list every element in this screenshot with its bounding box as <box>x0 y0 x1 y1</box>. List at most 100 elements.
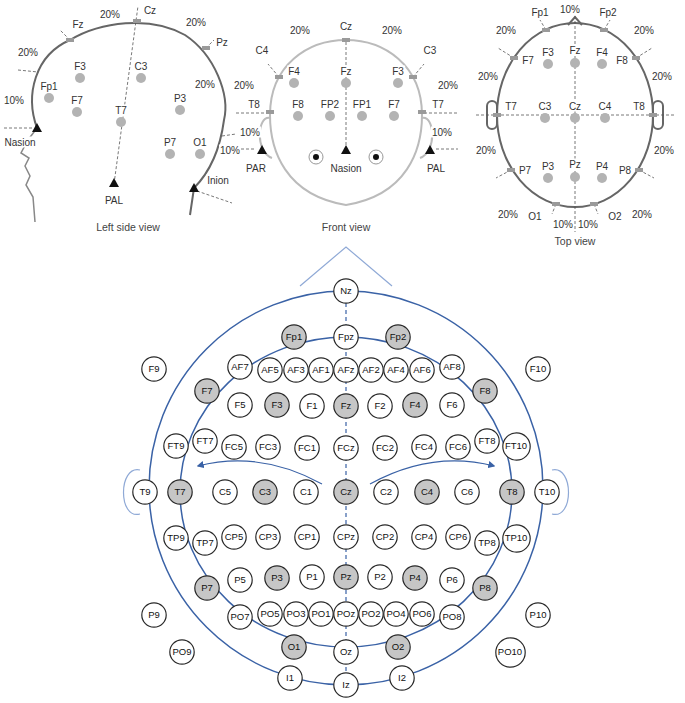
position-label: 10% <box>577 219 599 230</box>
electrode-outline <box>412 525 436 549</box>
measure-line <box>4 128 33 129</box>
electrode-dot <box>195 149 205 159</box>
electrode-outline <box>446 435 470 459</box>
electrode-outline <box>334 480 358 504</box>
electrode-circle: CP5 <box>221 524 247 550</box>
electrode-tick <box>493 113 501 117</box>
electrode-name: FC1 <box>298 443 316 453</box>
position-label: 20% <box>477 71 499 82</box>
electrode-dot <box>136 73 146 83</box>
electrode-outline <box>500 480 524 504</box>
electrode-circle: FT8 <box>474 428 500 454</box>
electrode-outline <box>164 526 188 550</box>
electrode-dot <box>357 111 367 121</box>
electrode-circle: T9 <box>132 479 158 505</box>
electrode-name: FT8 <box>479 436 496 446</box>
electrode-circle: AF1 <box>308 357 334 383</box>
electrode-name: CP6 <box>449 532 467 542</box>
electrode-outline <box>295 436 319 460</box>
electrode-name: C4 <box>421 487 433 497</box>
position-label: O1 <box>527 211 542 222</box>
electrode-circle: C5 <box>212 479 238 505</box>
electrode-outline <box>440 605 464 629</box>
electrode-name: P5 <box>234 575 246 585</box>
electrode-outline <box>373 525 397 549</box>
electrode-outline <box>535 480 559 504</box>
electrode-name: AF2 <box>362 365 379 375</box>
position-label: T8 <box>632 101 646 112</box>
electrode-name: TP8 <box>478 538 495 548</box>
electrode-name: CP3 <box>259 532 277 542</box>
electrode-circle: Fpz <box>333 324 359 350</box>
electrode-outline <box>440 355 464 379</box>
view-caption: Top view <box>554 236 597 248</box>
electrode-circle: FT9 <box>163 433 189 459</box>
electrode-circle: FC1 <box>294 435 320 461</box>
electrode-outline <box>228 355 252 379</box>
electrode-outline <box>195 379 219 403</box>
electrode-dot <box>393 78 403 88</box>
position-label: F8 <box>291 99 305 110</box>
electrode-name: Fz <box>341 401 352 411</box>
electrode-dot <box>570 172 580 182</box>
eye <box>313 154 319 160</box>
eye <box>309 150 323 164</box>
electrode-outline <box>282 325 306 349</box>
position-label: C3 <box>423 45 438 56</box>
position-label: 10% <box>552 219 574 230</box>
electrode-outline <box>222 435 246 459</box>
view-caption: Front view <box>321 222 371 234</box>
electrode-circle: PO1 <box>308 601 334 627</box>
electrode-name: F10 <box>530 364 546 374</box>
position-label: T8 <box>247 99 261 110</box>
electrode-circle: CP4 <box>411 524 437 550</box>
measure-line <box>236 42 458 149</box>
electrode-outline <box>526 603 550 627</box>
head-outline <box>149 291 543 685</box>
electrode-tick <box>418 110 426 114</box>
electrode-name: AFz <box>338 365 355 375</box>
electrode-outline <box>256 525 280 549</box>
measure-line <box>436 149 458 150</box>
electrode-name: FCz <box>337 443 354 453</box>
position-label: 20% <box>233 80 255 91</box>
electrode-tick <box>66 19 657 206</box>
electrode-dot <box>570 58 580 68</box>
electrode-name: FC5 <box>225 442 243 452</box>
position-label: F3 <box>541 47 555 58</box>
electrode-circle: FC2 <box>372 435 398 461</box>
landmark-triangle <box>425 145 435 154</box>
position-label: 10% <box>559 4 581 15</box>
electrode-circle: Fz <box>333 393 359 419</box>
electrode-dot <box>165 149 175 159</box>
measure-line <box>4 6 236 203</box>
position-label: P8 <box>618 165 632 176</box>
electrode-name: C1 <box>300 487 312 497</box>
electrode-circle: Iz <box>333 672 359 698</box>
electrode-name: P6 <box>446 575 458 585</box>
position-label: 10% <box>219 145 241 156</box>
electrode-name: CP4 <box>415 532 433 542</box>
electrode-circle: P4 <box>402 565 428 591</box>
electrode-circle: Oz <box>333 639 359 665</box>
position-label: Nasion <box>3 137 36 148</box>
position-label: 20% <box>381 25 403 36</box>
electrode-circle: FT7 <box>192 428 218 454</box>
position-label: PAR <box>245 163 267 174</box>
electrode-name: T8 <box>506 487 517 497</box>
landmark-triangle <box>32 123 435 192</box>
position-label: 20% <box>17 47 39 58</box>
electrode-tick <box>600 28 608 32</box>
electrode-name: CP1 <box>298 532 316 542</box>
electrode-tick <box>510 56 518 60</box>
electrode-outline <box>473 576 497 600</box>
electrode-circle: CP2 <box>372 524 398 550</box>
measure-line <box>346 42 347 145</box>
electrode-name: F5 <box>234 400 245 410</box>
electrode-circle: P3 <box>264 565 290 591</box>
electrode-name: F3 <box>271 400 282 410</box>
position-label: Fz <box>71 19 84 30</box>
electrode-name: P1 <box>306 572 318 582</box>
electrode-circle: Pz <box>333 564 359 590</box>
electrode-name: AF4 <box>387 365 404 375</box>
